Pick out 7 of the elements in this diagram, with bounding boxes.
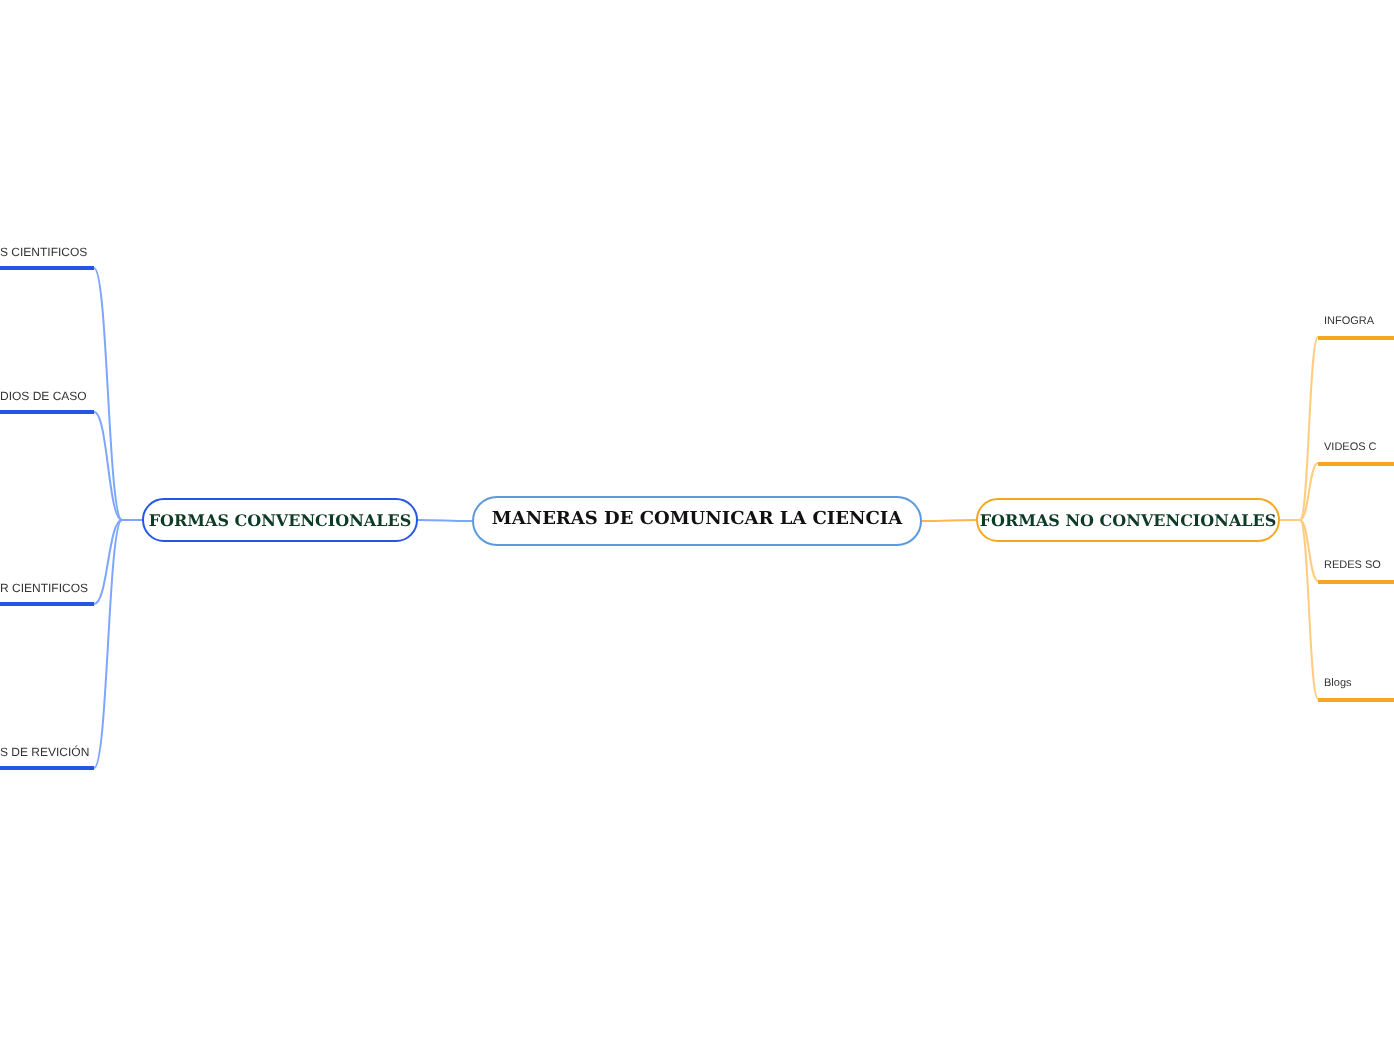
connector-line [417, 519, 473, 522]
connector-line [93, 519, 143, 769]
branch-topic: FORMAS CONVENCIONALES [142, 498, 418, 542]
connector-line [1279, 519, 1319, 700]
branch-topic: FORMAS NO CONVENCIONALES [976, 498, 1280, 542]
central-topic: MANERAS DE COMUNICAR LA CIENCIA [472, 496, 922, 546]
connector-line [921, 519, 977, 522]
